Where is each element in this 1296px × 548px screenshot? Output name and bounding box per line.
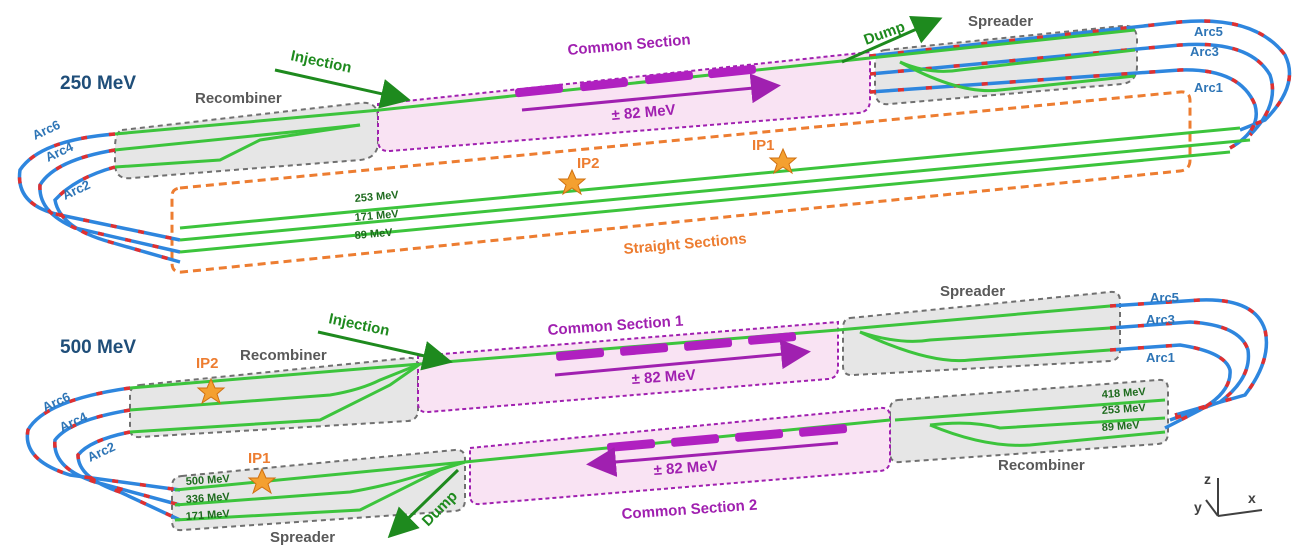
- common-section-2-label: Common Section 2: [621, 497, 758, 523]
- bottom-energy-right-1: 418 MeV: [1101, 386, 1146, 401]
- top-straights: [114, 28, 1251, 254]
- bottom-ip2-label: IP2: [196, 355, 219, 372]
- axis-x-label: x: [1248, 490, 1256, 506]
- top-energy-gain-label: ± 82 MeV: [611, 101, 676, 124]
- bottom-arc-left-1: Arc6: [40, 389, 73, 415]
- top-energy-arrow: [521, 73, 781, 112]
- bottom-arc-left-2: Arc4: [57, 409, 90, 435]
- ip2-star-icon: [557, 168, 587, 196]
- bottom-energy-left-2: 336 MeV: [185, 491, 230, 506]
- layout-250mev: 250 MeV Recombiner Spreader Injection Du…: [17, 13, 1292, 274]
- axis-z-label: z: [1204, 471, 1211, 487]
- top-arc-right-2: Arc3: [1190, 44, 1219, 59]
- top-common-section-label: Common Section: [567, 31, 691, 59]
- bottom-energy-left-3: 171 MeV: [185, 508, 230, 523]
- top-energy-2: 171 MeV: [354, 208, 400, 224]
- bottom-arc-right-2: Arc3: [1146, 312, 1175, 327]
- top-energy-3: 89 MeV: [354, 227, 393, 242]
- axis-y-label: y: [1194, 499, 1202, 515]
- top-arc-magnets: [17, 19, 1292, 264]
- top-spreader-label: Spreader: [968, 13, 1033, 30]
- top-injection-arrow: [274, 68, 411, 109]
- top-energy-1: 253 MeV: [354, 189, 400, 205]
- bottom-spreader-top-label: Spreader: [940, 283, 1005, 300]
- top-arc-right-1: Arc5: [1194, 24, 1223, 39]
- bottom-cavities-2: [606, 424, 848, 452]
- axes-indicator: [1205, 478, 1263, 517]
- bottom-energy-right-2: 253 MeV: [1101, 402, 1146, 417]
- bottom-energy-arrow-2: [586, 441, 839, 477]
- bottom-ip1-label: IP1: [248, 450, 271, 467]
- bottom-arc-right-3: Arc1: [1146, 350, 1175, 365]
- bottom-energy-gain-1-label: ± 82 MeV: [631, 367, 696, 388]
- bottom-spreader-top-box: [842, 290, 1121, 377]
- bottom-recombiner-right-box: [889, 378, 1169, 464]
- bottom-recombiner-right-label: Recombiner: [998, 457, 1085, 474]
- bottom-recombiner-left-box: [129, 356, 419, 439]
- top-arc-left-3: Arc2: [60, 177, 93, 203]
- top-arc-left-1: Arc6: [30, 117, 63, 143]
- top-recombiner-label: Recombiner: [195, 90, 282, 107]
- top-ip2-label: IP2: [577, 155, 600, 172]
- top-cavities: [515, 64, 757, 98]
- bottom-energy-arrow-1: [554, 339, 811, 377]
- bottom-injection-arrow: [317, 330, 453, 371]
- bottom-arc-left-3: Arc2: [85, 439, 118, 465]
- bottom-dump-arrow: [387, 468, 460, 539]
- straight-sections-box: [170, 90, 1192, 274]
- top-ip1-label: IP1: [752, 137, 775, 154]
- bottom-energy-gain-2-label: ± 82 MeV: [653, 458, 718, 479]
- bottom-ip1-star-icon: [247, 467, 277, 495]
- bottom-energy-right-3: 89 MeV: [1101, 419, 1140, 434]
- bottom-arc-right-1: Arc5: [1150, 290, 1179, 305]
- straight-sections-label: Straight Sections: [623, 230, 747, 258]
- bottom-ip2-star-icon: [196, 377, 226, 405]
- bottom-title: 500 MeV: [60, 337, 136, 358]
- common-section-1-label: Common Section 1: [547, 313, 684, 339]
- top-injection-label: Injection: [289, 47, 353, 76]
- bottom-recombiner-left-label: Recombiner: [240, 347, 327, 364]
- ip1-star-icon: [768, 147, 798, 175]
- bottom-energy-left-1: 500 MeV: [185, 473, 230, 488]
- bottom-cavities-1: [555, 332, 797, 361]
- recombiner-box: [114, 101, 379, 180]
- top-arc-right-3: Arc1: [1194, 80, 1223, 95]
- layout-500mev: 500 MeV Recombiner Spreader Recombiner S…: [25, 283, 1269, 546]
- top-dump-arrow: [841, 15, 943, 64]
- bottom-spreader-bottom-label: Spreader: [270, 529, 335, 546]
- bottom-arc-magnets: [25, 298, 1269, 522]
- top-title: 250 MeV: [60, 73, 136, 94]
